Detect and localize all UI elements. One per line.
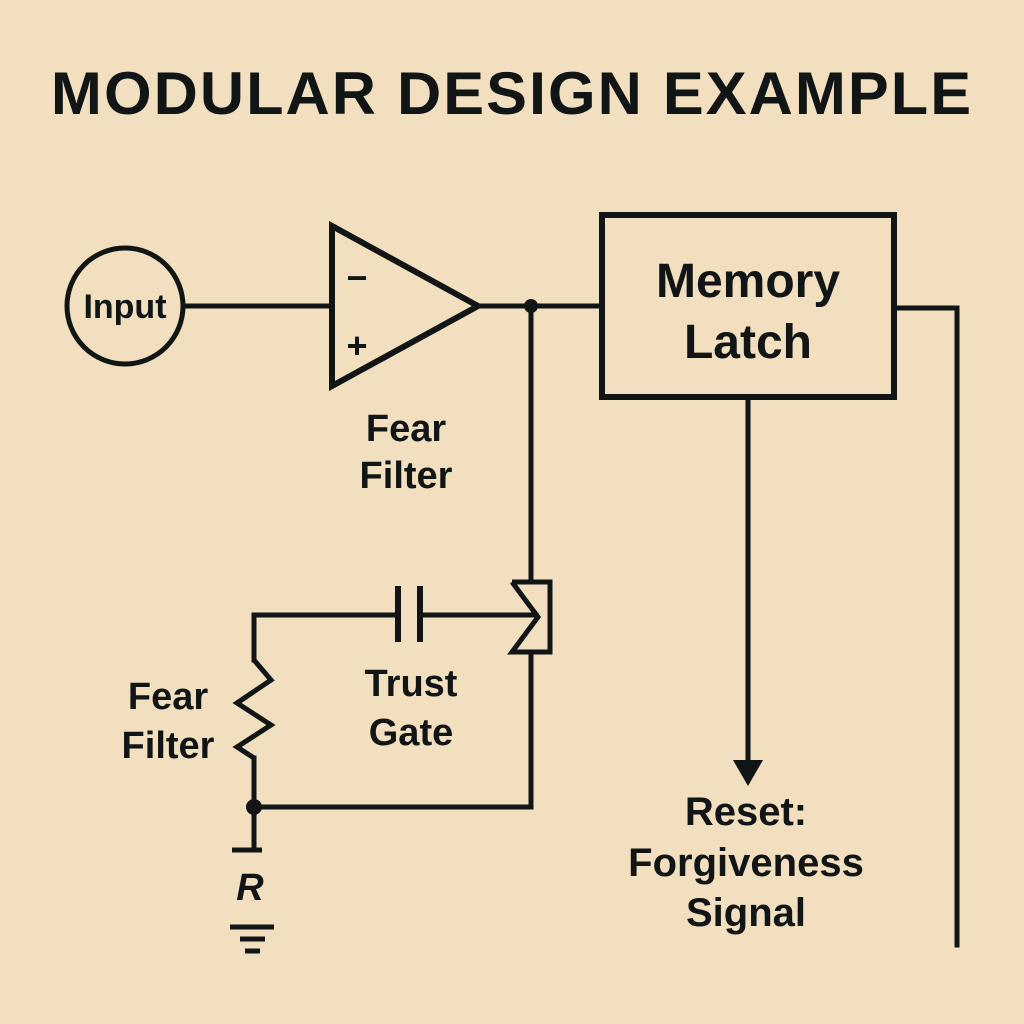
trust-gate-caption-line1: Trust: [365, 663, 458, 705]
latch-label-line2: Latch: [684, 316, 812, 369]
reset-label-line3: Signal: [686, 891, 806, 935]
resistor-caption-line1: Fear: [128, 676, 208, 718]
resistor-zigzag-icon: [232, 658, 276, 761]
reset-label: Reset: Forgiveness Signal: [628, 790, 864, 935]
trust-gate-caption-line2: Gate: [369, 712, 453, 754]
wire-latch-output: [891, 305, 960, 948]
comparator-plus-label: +: [346, 325, 367, 366]
input-label: Input: [83, 288, 166, 326]
comparator-caption-line1: Fear: [366, 408, 446, 450]
wire-loop-top-left: [251, 612, 399, 663]
arrow-down-icon: [733, 760, 763, 786]
reset-label-line2: Forgiveness: [628, 841, 864, 885]
comparator-minus-label: −: [346, 257, 367, 298]
resistor-caption-line2: Filter: [122, 725, 215, 767]
memory-latch: Memory Latch: [599, 212, 897, 400]
latch-label-line1: Memory: [656, 255, 840, 308]
ground-label: R: [236, 867, 264, 909]
junction-dot-icon: [246, 799, 262, 815]
reset-label-line1: Reset:: [685, 790, 807, 834]
diagram-title: MODULAR DESIGN EXAMPLE: [50, 60, 974, 127]
input-node: Input: [64, 245, 186, 367]
op-amp-triangle-icon: [329, 220, 485, 392]
resistor: Fear Filter: [122, 658, 276, 767]
trust-gate-capacitor: Trust Gate: [365, 586, 458, 754]
comparator-caption-line2: Filter: [360, 455, 453, 497]
ground: R: [230, 847, 274, 954]
comparator: − + Fear Filter: [329, 220, 485, 497]
